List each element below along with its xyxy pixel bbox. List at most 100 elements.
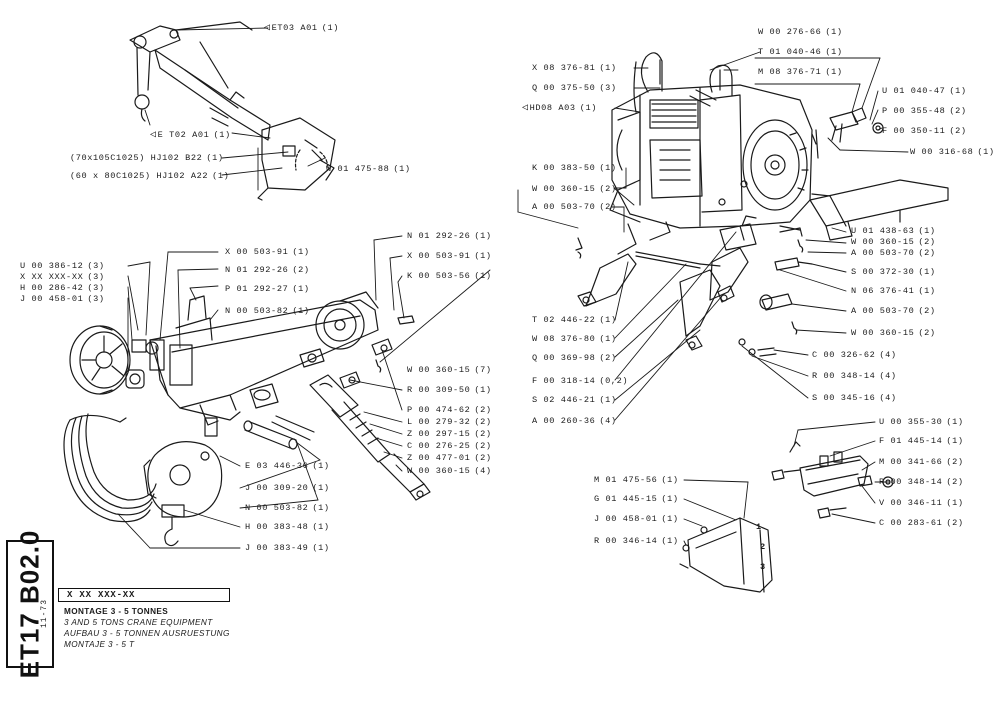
pto-cover-illustration <box>679 517 773 593</box>
part-label-u01-040-47[interactable]: U 01 040-47(1) <box>882 86 967 96</box>
part-label-r00-309-50[interactable]: R 00 309-50(1) <box>407 385 492 395</box>
part-number: C 00 326-62 <box>812 350 876 360</box>
part-quantity: (1) <box>474 271 492 281</box>
part-label-x00-503-91-a[interactable]: X 00 503-91(1) <box>225 247 310 257</box>
part-label-x08-376-81[interactable]: X 08 376-81(1) <box>532 63 617 73</box>
part-label-f01-445-14[interactable]: F 01 445-14(1) <box>879 436 964 446</box>
part-quantity: (2) <box>599 353 617 363</box>
part-number: HD08 A03 <box>529 103 576 113</box>
part-label-w01-475-88[interactable]: W 01 475-88(1) <box>326 164 411 174</box>
part-label-s02-446-21[interactable]: S 02 446-21(1) <box>532 395 617 405</box>
part-label-m00-341-66[interactable]: M 00 341-66(2) <box>879 457 964 467</box>
part-label-j00-309-20[interactable]: J 00 309-20(1) <box>245 483 330 493</box>
part-number: S 00 372-30 <box>851 267 915 277</box>
part-label-s00-372-30[interactable]: S 00 372-30(1) <box>851 267 936 277</box>
part-label-a00-503-70-b[interactable]: A 00 503-70(2) <box>851 248 936 258</box>
part-label-w00-360-15-b[interactable]: W 00 360-15(2) <box>851 237 936 247</box>
part-quantity: (2) <box>918 306 936 316</box>
part-label-a00-503-70-c[interactable]: A 00 503-70(2) <box>851 306 936 316</box>
part-label-u01-438-63[interactable]: U 01 438-63(1) <box>851 226 936 236</box>
engine-block-illustration <box>609 84 813 241</box>
part-label-g01-445-15[interactable]: G 01 445-15(1) <box>594 494 679 504</box>
part-label-x-xx-xxx-xx[interactable]: X XX XXX-XX(3) <box>20 272 105 282</box>
part-label-a00-503-70-a[interactable]: A 00 503-70(2) <box>532 202 617 212</box>
part-number: U 01 040-47 <box>882 86 946 96</box>
part-label-n01-292-26-a[interactable]: N 01 292-26(2) <box>225 265 310 275</box>
part-label-u00-355-30[interactable]: U 00 355-30(1) <box>879 417 964 427</box>
part-number: R 00 348-14 <box>812 371 876 381</box>
part-number: A 00 260-36 <box>532 416 596 426</box>
part-label-f00-350-11[interactable]: F 00 350-11(2) <box>882 126 967 136</box>
part-label-w00-360-15-4[interactable]: W 00 360-15(4) <box>407 466 492 476</box>
part-label-a00-260-36[interactable]: A 00 260-36(4) <box>532 416 617 426</box>
part-label-q00-369-98[interactable]: Q 00 369-98(2) <box>532 353 617 363</box>
part-label-l00-279-32[interactable]: L 00 279-32(2) <box>407 417 492 427</box>
hydraulic-ram-illustration <box>309 374 431 501</box>
part-quantity: (2) <box>474 417 492 427</box>
part-quantity: (2) <box>918 237 936 247</box>
part-label-hd08-a03[interactable]: ◁HD08 A03(1) <box>522 103 597 114</box>
part-quantity: (2) <box>474 453 492 463</box>
part-quantity: (1) <box>312 522 330 532</box>
part-label-p01-292-27[interactable]: P 01 292-27(1) <box>225 284 310 294</box>
part-label-r00-348-14-b[interactable]: R 00 348-14(2) <box>879 477 964 487</box>
engine-leader-lines <box>517 51 909 421</box>
part-label-f00-318-14[interactable]: F 00 318-14(0,2) <box>532 376 628 386</box>
part-label-hj102-b22[interactable]: (70x105C1025) HJ102 B22(1) <box>70 153 224 163</box>
part-label-z00-297-15[interactable]: Z 00 297-15(2) <box>407 429 492 439</box>
part-label-hj102-a22[interactable]: (60 x 80C1025) HJ102 A22(1) <box>70 171 229 181</box>
part-number: N 06 376-41 <box>851 286 915 296</box>
title-spanish: MONTAJE 3 - 5 T <box>64 640 135 649</box>
part-label-h00-286-42[interactable]: H 00 286-42(3) <box>20 283 105 293</box>
title-german: AUFBAU 3 - 5 TONNEN AUSRUESTUNG <box>64 629 230 638</box>
part-label-c00-283-61[interactable]: C 00 283-61(2) <box>879 518 964 528</box>
part-label-x00-503-91-b[interactable]: X 00 503-91(1) <box>407 251 492 261</box>
part-label-z00-477-01[interactable]: Z 00 477-01(2) <box>407 453 492 463</box>
part-label-r00-348-14-a[interactable]: R 00 348-14(4) <box>812 371 897 381</box>
part-label-k00-383-50[interactable]: K 00 383-50(1) <box>532 163 617 173</box>
part-label-t02-446-22[interactable]: T 02 446-22(1) <box>532 315 617 325</box>
part-label-m08-376-71[interactable]: M 08 376-71(1) <box>758 67 843 77</box>
part-label-n00-503-82-a[interactable]: N 00 503-82(1) <box>225 306 310 316</box>
part-label-p00-355-48[interactable]: P 00 355-48(2) <box>882 106 967 116</box>
part-label-w00-360-15-c[interactable]: W 00 360-15(2) <box>851 328 936 338</box>
cover-callout-number: 2 <box>760 542 766 552</box>
part-label-w00-276-66[interactable]: W 00 276-66(1) <box>758 27 843 37</box>
part-label-et03-a01[interactable]: ◁ET03 A01(1) <box>264 23 339 34</box>
part-number: (70x105C1025) HJ102 B22 <box>70 153 203 163</box>
part-number: J 00 309-20 <box>245 483 309 493</box>
part-label-j00-458-01-b[interactable]: J 00 458-01(1) <box>594 514 679 524</box>
part-label-t01-040-46[interactable]: T 01 040-46(1) <box>758 47 843 57</box>
part-label-j00-458-01[interactable]: J 00 458-01(3) <box>20 294 105 304</box>
part-label-w00-360-15-a[interactable]: W 00 360-15(2) <box>532 184 617 194</box>
part-quantity: (1) <box>946 498 964 508</box>
part-label-h00-383-48[interactable]: H 00 383-48(1) <box>245 522 330 532</box>
part-label-v00-346-11[interactable]: V 00 346-11(1) <box>879 498 964 508</box>
part-quantity: (1) <box>599 163 617 173</box>
part-label-w00-360-15-7[interactable]: W 00 360-15(7) <box>407 365 492 375</box>
part-quantity: (1) <box>918 267 936 277</box>
part-label-n00-503-82-b[interactable]: N 00 503-82(1) <box>245 503 330 513</box>
part-label-n01-292-26-b[interactable]: N 01 292-26(1) <box>407 231 492 241</box>
part-label-c00-326-62[interactable]: C 00 326-62(4) <box>812 350 897 360</box>
part-label-k00-503-56[interactable]: K 00 503-56(1) <box>407 271 492 281</box>
part-label-e03-446-36[interactable]: E 03 446-36(1) <box>245 461 330 471</box>
part-number: W 00 360-15 <box>407 466 471 476</box>
part-label-j00-383-49[interactable]: J 00 383-49(1) <box>245 543 330 553</box>
part-label-m01-475-56[interactable]: M 01 475-56(1) <box>594 475 679 485</box>
part-label-e-t02-a01[interactable]: ◁E T02 A01(1) <box>150 130 231 141</box>
part-label-s00-345-16[interactable]: S 00 345-16(4) <box>812 393 897 403</box>
part-label-u00-386-12[interactable]: U 00 386-12(3) <box>20 261 105 271</box>
part-label-r00-346-14[interactable]: R 00 346-14(1) <box>594 536 679 546</box>
part-number: Z 00 477-01 <box>407 453 471 463</box>
part-number: X 08 376-81 <box>532 63 596 73</box>
part-label-q00-375-50[interactable]: Q 00 375-50(3) <box>532 83 617 93</box>
part-label-p00-474-62[interactable]: P 00 474-62(2) <box>407 405 492 415</box>
part-label-w00-316-68[interactable]: W 00 316-68(1) <box>910 147 995 157</box>
part-label-w08-376-80[interactable]: W 08 376-80(1) <box>532 334 617 344</box>
lift-links-illustration <box>577 215 757 351</box>
part-label-n06-376-41[interactable]: N 06 376-41(1) <box>851 286 936 296</box>
part-quantity: (2) <box>949 106 967 116</box>
part-label-c00-276-25[interactable]: C 00 276-25(2) <box>407 441 492 451</box>
